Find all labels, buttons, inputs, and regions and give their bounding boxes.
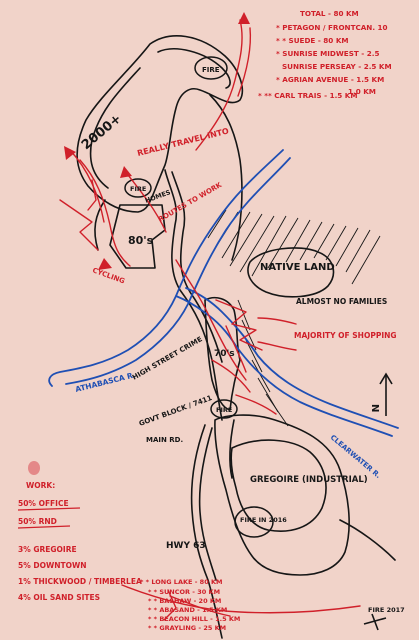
fire-label-top: FIRE (202, 66, 220, 74)
north-arrow (379, 372, 393, 416)
list-item: * AGRIAN AVENUE - 1.5 KM (276, 75, 384, 84)
work-note: WORK: 50% OFFICE 50% RND 3% GREGOIRE 5% … (18, 481, 142, 602)
routes-to-work-label: ROUTES TO WORK (157, 181, 224, 224)
fire-circle-low (210, 399, 238, 419)
work-note-line: 1% THICKWOOD / TIMBERLEA (18, 577, 142, 586)
cycling-label: CYCLING (91, 266, 126, 285)
bottom-list-line: * * BEACON HILL - 1.5 KM (148, 615, 240, 623)
bottom-list: * * LONG LAKE - 80 KM * * SUNCOR - 30 KM… (140, 578, 240, 632)
work-note-line: 50% OFFICE (18, 499, 69, 508)
high-street-label: HIGH STREET CRIME (131, 335, 204, 382)
clearwater-river (175, 295, 393, 437)
fire-2016-label: FIRE IN 2016 (240, 516, 287, 524)
fire-2017-label: FIRE 2017 (368, 606, 405, 614)
list-item: * ** CARL TRAIS - 1.5 KM (258, 91, 358, 100)
list-item: 1.0 KM (348, 87, 376, 96)
fire-circles (124, 56, 274, 538)
really-travel-label: REALLY TRAVEL INTO (136, 126, 230, 158)
list-item: * PETAGON / FRONTCAN. 10 (276, 23, 388, 32)
almost-no-families-label: ALMOST NO FAMILIES (296, 297, 387, 306)
work-note-line: 4% OIL SAND SITES (18, 593, 100, 602)
paper-stain (28, 461, 40, 475)
work-note-underlines (17, 507, 81, 529)
work-note-line: 3% GREGOIRE (18, 545, 77, 554)
athabasca-river-west-bank (65, 157, 291, 385)
list-item: * SUNRISE MIDWEST - 2.5 (276, 49, 380, 58)
bottom-list-line: * * SUNCOR - 30 KM (148, 588, 220, 596)
fire-label-low: FIRE (216, 406, 232, 414)
list-item: SUNRISE PERSEAY - 2.5 KM (282, 62, 392, 71)
north-label: N (369, 404, 380, 412)
athabasca-river-east-bank (48, 149, 284, 387)
homes-label: HOMES (144, 188, 172, 205)
hwy-label: HWY 63 (166, 541, 206, 551)
bottom-list-line: * * GRAYLING - 25 KM (148, 624, 226, 632)
main-rd-label: MAIN RD. (146, 436, 183, 444)
bottom-list-line: * * LONG LAKE - 80 KM (140, 578, 223, 586)
fire-circle-mid (124, 178, 152, 198)
native-land-label: NATIVE LAND (260, 262, 335, 273)
bottom-list-line: * * ABASAND - 1.5 KM (148, 606, 227, 614)
red-arrows (64, 12, 250, 270)
bottom-list-line: * * BASHAW - 20 KM (148, 597, 221, 605)
fire-circle-top (194, 56, 228, 80)
eighties-label: 80's (128, 234, 154, 247)
rivers (48, 149, 399, 437)
work-note-line: 5% DOWNTOWN (18, 561, 87, 570)
govt-block-label: GOVT BLOCK / 7411 (138, 394, 213, 428)
majority-shopping-label: MAJORITY OF SHOPPING (294, 331, 397, 340)
work-note-line: 50% RND (18, 517, 57, 526)
gregoire-label: GREGOIRE (INDUSTRIAL) (250, 475, 368, 485)
seventies-label: 70's (214, 349, 235, 359)
list-item: TOTAL - 80 KM (300, 9, 359, 18)
hatching (207, 209, 381, 427)
top-right-list: TOTAL - 80 KM * PETAGON / FRONTCAN. 10 *… (258, 9, 392, 100)
plane-icon (363, 613, 387, 631)
work-note-line: WORK: (26, 481, 55, 490)
list-item: * * SUEDE - 80 KM (276, 36, 349, 45)
clearwater-river-label: CLEARWATER R. (329, 433, 382, 480)
road-network (76, 35, 396, 639)
red-routes (59, 19, 361, 621)
fire-label-mid: FIRE (130, 185, 146, 193)
fire-circle-2016 (234, 506, 274, 538)
